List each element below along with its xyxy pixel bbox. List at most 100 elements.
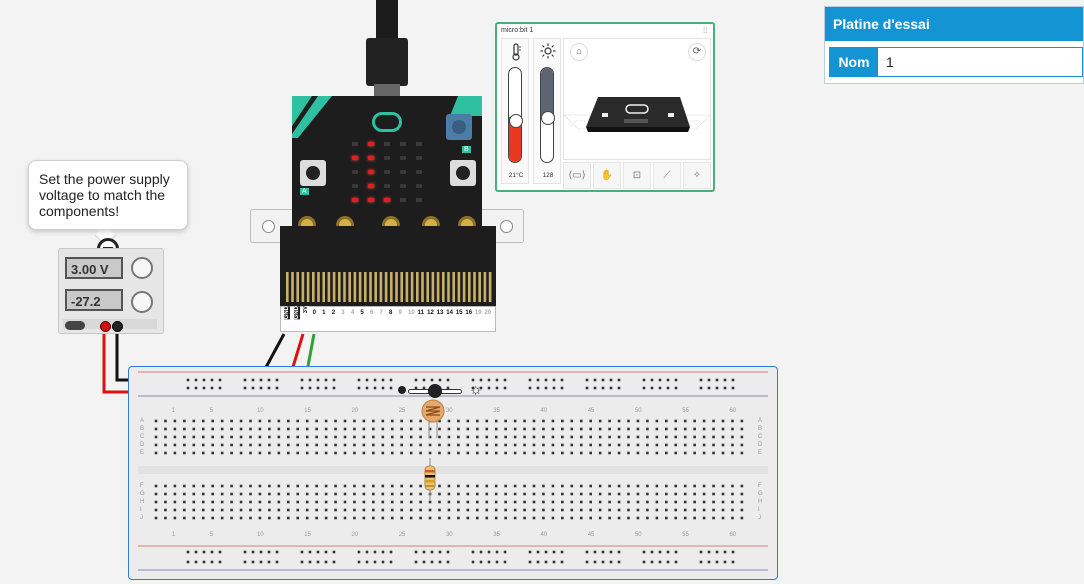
- breadboard-hole[interactable]: [494, 516, 498, 520]
- breadboard-hole[interactable]: [627, 508, 630, 512]
- positive-terminal[interactable]: [100, 321, 111, 332]
- breadboard-hole[interactable]: [627, 484, 630, 488]
- breadboard-hole[interactable]: [202, 550, 206, 554]
- breadboard-hole[interactable]: [495, 550, 499, 554]
- breadboard-hole[interactable]: [721, 443, 725, 447]
- breadboard-hole[interactable]: [409, 516, 413, 520]
- breadboard-hole[interactable]: [277, 451, 281, 455]
- breadboard-hole[interactable]: [665, 419, 668, 423]
- breadboard-hole[interactable]: [485, 500, 489, 504]
- breadboard-hole[interactable]: [466, 451, 470, 455]
- breadboard-hole[interactable]: [258, 443, 262, 447]
- breadboard-hole[interactable]: [390, 484, 394, 488]
- breadboard-hole[interactable]: [239, 435, 243, 439]
- breadboard-hole[interactable]: [305, 427, 309, 431]
- breadboard-hole[interactable]: [551, 435, 555, 439]
- breadboard-hole[interactable]: [598, 508, 602, 512]
- breadboard-hole[interactable]: [476, 516, 479, 520]
- rotate-icon[interactable]: ⟳: [688, 43, 706, 61]
- breadboard-hole[interactable]: [650, 560, 654, 564]
- breadboard-hole[interactable]: [316, 386, 320, 390]
- breadboard-hole[interactable]: [419, 484, 422, 488]
- breadboard-hole[interactable]: [646, 484, 649, 488]
- breadboard-hole[interactable]: [560, 550, 564, 554]
- breadboard-hole[interactable]: [249, 451, 252, 455]
- breadboard-hole[interactable]: [324, 508, 328, 512]
- breadboard-hole[interactable]: [353, 419, 356, 423]
- breadboard-hole[interactable]: [332, 560, 336, 564]
- breadboard-hole[interactable]: [712, 492, 715, 496]
- breadboard-hole[interactable]: [503, 550, 507, 554]
- breadboard-hole[interactable]: [570, 419, 574, 423]
- breadboard-hole[interactable]: [665, 443, 668, 447]
- breadboard-hole[interactable]: [723, 386, 727, 390]
- breadboard-hole[interactable]: [192, 451, 196, 455]
- breadboard-hole[interactable]: [513, 516, 517, 520]
- breadboard-hole[interactable]: [712, 451, 715, 455]
- breadboard-hole[interactable]: [357, 560, 361, 564]
- breadboard-hole[interactable]: [447, 419, 451, 423]
- breadboard-hole[interactable]: [476, 443, 479, 447]
- breadboard-hole[interactable]: [267, 560, 271, 564]
- breadboard-hole[interactable]: [561, 443, 564, 447]
- breadboard-hole[interactable]: [275, 550, 279, 554]
- breadboard-hole[interactable]: [419, 451, 422, 455]
- breadboard-hole[interactable]: [721, 500, 725, 504]
- breadboard-hole[interactable]: [202, 386, 206, 390]
- breadboard-hole[interactable]: [210, 378, 214, 382]
- breadboard-hole[interactable]: [707, 560, 711, 564]
- breadboard-hole[interactable]: [598, 516, 602, 520]
- breadboard-hole[interactable]: [194, 386, 198, 390]
- breadboard-hole[interactable]: [258, 435, 262, 439]
- breadboard-hole[interactable]: [249, 508, 252, 512]
- breadboard-hole[interactable]: [731, 508, 734, 512]
- breadboard-hole[interactable]: [523, 500, 526, 504]
- breadboard-hole[interactable]: [504, 419, 507, 423]
- breadboard-hole[interactable]: [707, 378, 711, 382]
- breadboard-hole[interactable]: [712, 443, 715, 447]
- breadboard-hole[interactable]: [438, 484, 441, 488]
- breadboard-hole[interactable]: [598, 427, 602, 431]
- breadboard-hole[interactable]: [532, 492, 536, 496]
- breadboard-hole[interactable]: [373, 386, 377, 390]
- breadboard-hole[interactable]: [296, 419, 300, 423]
- breadboard-hole[interactable]: [419, 427, 422, 431]
- breadboard-hole[interactable]: [457, 484, 460, 488]
- breadboard-hole[interactable]: [721, 427, 725, 431]
- breadboard-hole[interactable]: [173, 516, 177, 520]
- breadboard-hole[interactable]: [230, 451, 233, 455]
- breadboard-hole[interactable]: [381, 378, 385, 382]
- breadboard-hole[interactable]: [523, 443, 526, 447]
- breadboard-hole[interactable]: [268, 508, 271, 512]
- breadboard-hole[interactable]: [683, 443, 687, 447]
- breadboard-hole[interactable]: [419, 435, 422, 439]
- breadboard-hole[interactable]: [665, 484, 668, 488]
- breadboard-hole[interactable]: [504, 508, 507, 512]
- breadboard-hole[interactable]: [275, 378, 279, 382]
- breadboard-hole[interactable]: [598, 492, 602, 496]
- breadboard-hole[interactable]: [617, 484, 621, 488]
- breadboard-hole[interactable]: [609, 386, 613, 390]
- breadboard-hole[interactable]: [315, 435, 318, 439]
- breadboard-hole[interactable]: [334, 427, 337, 431]
- breadboard-hole[interactable]: [642, 378, 646, 382]
- breadboard-hole[interactable]: [258, 427, 262, 431]
- breadboard-hole[interactable]: [419, 443, 422, 447]
- breadboard-hole[interactable]: [258, 451, 262, 455]
- breadboard-hole[interactable]: [494, 435, 498, 439]
- breadboard-hole[interactable]: [305, 508, 309, 512]
- breadboard-hole[interactable]: [315, 427, 318, 431]
- breadboard-hole[interactable]: [487, 378, 491, 382]
- breadboard-hole[interactable]: [343, 443, 347, 447]
- breadboard-hole[interactable]: [658, 378, 662, 382]
- breadboard-hole[interactable]: [447, 508, 451, 512]
- breadboard-hole[interactable]: [544, 378, 548, 382]
- breadboard-hole[interactable]: [536, 378, 540, 382]
- breadboard-hole[interactable]: [655, 500, 659, 504]
- breadboard-hole[interactable]: [389, 378, 393, 382]
- breadboard-hole[interactable]: [585, 386, 589, 390]
- breadboard-hole[interactable]: [249, 427, 252, 431]
- breadboard-hole[interactable]: [362, 500, 366, 504]
- breadboard-hole[interactable]: [636, 484, 640, 488]
- breadboard-hole[interactable]: [438, 508, 441, 512]
